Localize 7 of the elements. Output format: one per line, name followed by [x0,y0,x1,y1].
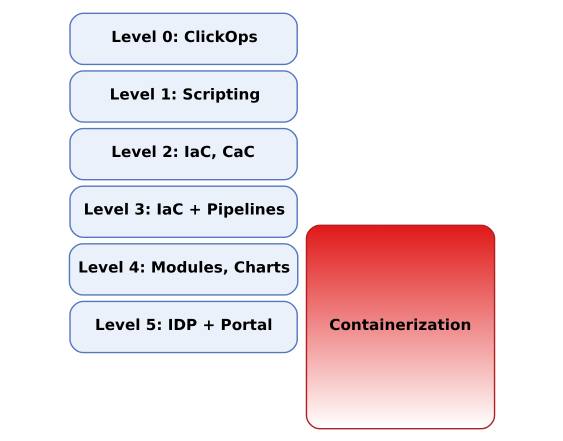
node-box: Level 1: Scripting [68,70,298,122]
node-box: Containerization [305,224,495,429]
node-box: Level 5: IDP + Portal [68,300,298,353]
node-box: Level 2: IaC, CaC [68,127,298,180]
node-box: Level 3: IaC + Pipelines [68,185,298,238]
node-box: Level 4: Modules, Charts [68,242,298,296]
node-box: Level 0: ClickOps [68,12,298,65]
